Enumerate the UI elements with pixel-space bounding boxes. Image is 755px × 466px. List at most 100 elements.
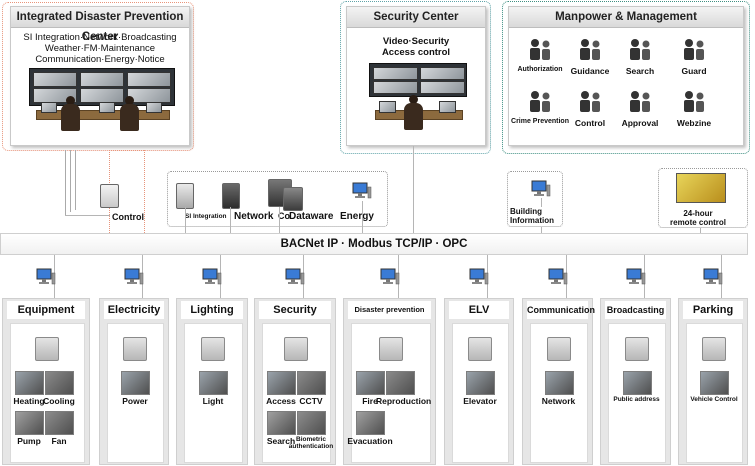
- integrated-center-title: Integrated Disaster Prevention Center: [11, 7, 189, 43]
- integrated-line-3: Communication·Energy·Notice: [35, 54, 165, 65]
- network-label: Network: [234, 211, 274, 222]
- subsystem-title: Parking: [683, 301, 743, 319]
- function-tile-icon: [15, 371, 44, 395]
- security-center-frame: [340, 1, 491, 154]
- remote-control-label: 24-hour remote control: [670, 209, 727, 227]
- bacnet-bus: BACNet IP · Modbus TCP/IP · OPC: [0, 233, 748, 255]
- subsystem-title: Disaster prevention ELV: [348, 301, 431, 332]
- remote-control-frame: [658, 168, 748, 228]
- function-tile-icon: [544, 371, 574, 395]
- function-tile-label: Evacuation: [347, 436, 393, 446]
- guidance-icon: [576, 38, 604, 62]
- control-label: Control: [112, 212, 144, 222]
- workstation-pc-icon: [285, 268, 305, 286]
- security-center-panel: Security Center Video·Security Access co…: [346, 6, 486, 146]
- building-info-label: Building Information: [510, 207, 554, 225]
- function-tile-icon: [700, 371, 729, 395]
- function-tile-label: Fan: [51, 436, 67, 446]
- workstation-pc-icon: [469, 268, 489, 286]
- building-info-pc-icon: [531, 180, 551, 198]
- manpower-item-label: Guidance: [570, 66, 610, 76]
- function-tile-icon: [267, 371, 296, 395]
- function-tile-label: Vehicle Control: [690, 396, 738, 403]
- crime-prevention-icon: [526, 90, 554, 114]
- workstation-pc-icon: [548, 268, 568, 286]
- security-center-line-2: Access control: [381, 47, 451, 58]
- manpower-item-label: Webzine: [676, 118, 712, 128]
- manpower-item-label: Authorization: [517, 66, 563, 73]
- function-tile-icon: [267, 411, 296, 435]
- function-tile-icon: [297, 411, 326, 435]
- controller-device-icon: [546, 337, 571, 361]
- function-tile-label: Search: [266, 436, 296, 446]
- manpower-item-label: Crime Prevention: [511, 118, 569, 125]
- controller-device-icon: [378, 337, 403, 361]
- workstation-pc-icon: [36, 268, 56, 286]
- energy-pc-icon: [352, 182, 372, 200]
- function-tile-icon: [121, 371, 150, 395]
- function-tile-label: CCTV: [299, 396, 323, 406]
- operator-figure: [61, 104, 80, 131]
- controller-device-icon: [284, 337, 308, 361]
- function-tile-label: Power: [122, 396, 148, 406]
- subsystem-title: Broadcasting: [605, 301, 666, 319]
- bus-label: BACNet IP · Modbus TCP/IP · OPC: [280, 238, 468, 250]
- network-server-icon: [222, 183, 240, 209]
- subsystem-panel: Disaster prevention ELV FireReproductionE…: [343, 298, 436, 465]
- function-tile-icon: [386, 371, 415, 395]
- function-tile-label: Reproduction: [376, 396, 432, 406]
- controller-device-icon: [468, 337, 492, 361]
- dataware-label: Dataware: [289, 211, 334, 222]
- manpower-item-label: Search: [625, 66, 655, 76]
- function-tile-label: Public address: [613, 396, 660, 403]
- subsystem-title: Communication: [527, 301, 595, 319]
- authorization-icon: [526, 38, 554, 62]
- subsystem-title: Electricity: [104, 301, 164, 319]
- subsystem-title: Equipment: [7, 301, 85, 319]
- subsystem-title: Lighting: [181, 301, 243, 319]
- function-tile-label: Network: [541, 396, 576, 406]
- function-tile-label: Heating: [13, 396, 45, 406]
- integrated-center-panel: Integrated Disaster Prevention Center SI…: [10, 6, 190, 146]
- control-server-icon: [100, 184, 119, 208]
- function-tile-icon: [297, 371, 326, 395]
- security-center-title: Security Center: [347, 7, 485, 28]
- subsystem-title: ELV: [449, 301, 509, 319]
- workstation-pc-icon: [703, 268, 723, 286]
- controller-device-icon: [123, 337, 147, 361]
- controller-device-icon: [35, 337, 59, 361]
- function-tile-icon: [45, 411, 74, 435]
- guard-icon: [680, 38, 708, 62]
- function-tile-icon: [199, 371, 228, 395]
- si-integration-server-icon: [176, 183, 194, 209]
- manpower-frame: [502, 1, 750, 154]
- manpower-title: Manpower & Management: [509, 7, 743, 28]
- function-tile-label: Fire: [362, 396, 378, 406]
- function-tile-label: Pump: [17, 436, 41, 446]
- function-tile-icon: [466, 371, 495, 395]
- function-tile-label: Biometric authentication: [288, 436, 334, 450]
- workstation-pc-icon: [202, 268, 222, 286]
- server-group-frame: [167, 171, 388, 227]
- energy-label: Energy: [340, 211, 374, 222]
- integrated-line-1: SI Integration·Network·Broadcasting: [23, 32, 177, 43]
- integrated-center-frame: [2, 2, 194, 151]
- function-tile-icon: [622, 371, 652, 395]
- webzine-icon: [680, 90, 708, 114]
- manpower-item-label: Guard: [681, 66, 707, 76]
- workstation-pc-icon: [380, 268, 400, 286]
- subsystem-title: Security: [259, 301, 331, 319]
- controller-device-icon: [201, 337, 225, 361]
- approval-icon: [626, 90, 654, 114]
- integrated-line-2: Weather·FM·Maintenance: [44, 43, 156, 54]
- function-tile-icon: [45, 371, 74, 395]
- function-tile-label: Access: [266, 396, 296, 406]
- function-tile-label: Light: [202, 396, 224, 406]
- security-center-line-1: Video·Security: [382, 36, 450, 47]
